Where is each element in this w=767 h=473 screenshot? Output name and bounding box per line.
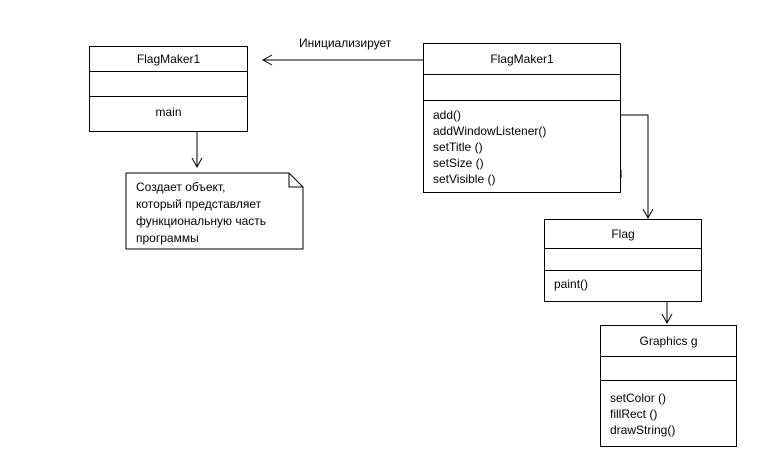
class-attributes xyxy=(424,75,620,101)
method-main: main xyxy=(155,105,182,119)
class-attributes xyxy=(90,72,247,97)
note-line: программы xyxy=(136,231,199,245)
method-set-size: setSize () xyxy=(433,156,484,170)
edge-initializes-arrowhead xyxy=(261,54,273,66)
note-line: Создает объект, xyxy=(136,180,226,194)
class-box-flag: Flag paint() xyxy=(544,219,702,302)
class-box-flagmaker1-left: FlagMaker1 main xyxy=(89,46,248,132)
edge-main-to-note-arrowhead xyxy=(191,157,203,169)
class-methods: paint() xyxy=(545,271,701,291)
method-fill-rect: fillRect () xyxy=(610,407,658,421)
class-attributes xyxy=(545,249,701,271)
method-draw-string: drawString() xyxy=(610,423,676,437)
class-box-flagmaker1-main: FlagMaker1 add() addWindowListener() set… xyxy=(423,43,621,193)
method-paint: paint() xyxy=(554,277,589,291)
method-set-color: setColor () xyxy=(610,391,667,405)
class-methods: setColor () fillRect () drawString() xyxy=(601,381,736,438)
method-add-window-listener: addWindowListener() xyxy=(433,124,547,138)
class-box-graphics: Graphics g setColor () fillRect () drawS… xyxy=(600,325,737,447)
class-name: Graphics g xyxy=(601,326,736,357)
note-shape xyxy=(125,172,304,250)
method-add: add() xyxy=(433,108,462,122)
class-methods: main xyxy=(90,97,247,131)
note-line: функциональную часть xyxy=(136,214,267,228)
note-fold xyxy=(288,173,303,188)
edge-label-initializes: Инициализирует xyxy=(299,36,392,50)
class-name: Flag xyxy=(545,220,701,249)
class-methods: add() addWindowListener() setTitle () se… xyxy=(424,101,620,187)
method-set-visible: setVisible () xyxy=(433,172,496,186)
method-set-title: setTitle () xyxy=(433,140,483,154)
edge-paint-to-graphics-arrowhead xyxy=(661,313,673,325)
class-name: FlagMaker1 xyxy=(424,44,620,75)
class-name: FlagMaker1 xyxy=(90,47,247,72)
edge-add-to-flag-arrowhead xyxy=(642,208,654,220)
class-attributes xyxy=(601,357,736,381)
note-line: который представляет xyxy=(136,197,262,211)
note-text: Создает объект, который представляет фун… xyxy=(126,173,303,249)
